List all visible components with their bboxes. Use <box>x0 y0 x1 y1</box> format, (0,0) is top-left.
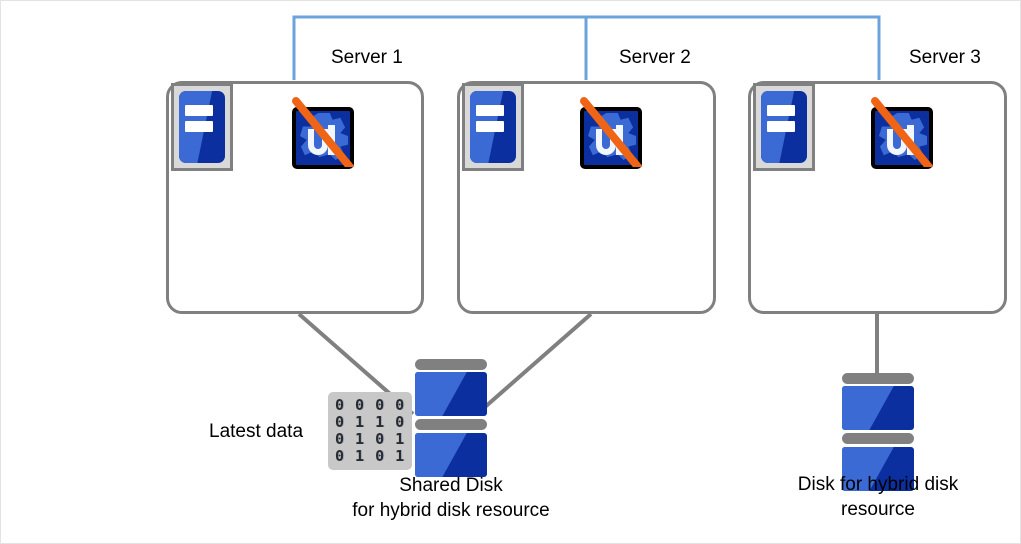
rack-slot-1 <box>475 105 505 117</box>
rack-slot-2 <box>475 120 505 132</box>
shared-disk-caption-line1: Shared Disk <box>399 475 503 496</box>
rack-slot-2 <box>184 120 214 132</box>
cluster-service-icon-1[interactable] <box>286 93 360 169</box>
hybrid-disk-caption: Disk for hybrid disk resource <box>758 472 998 522</box>
server-label-3: Server 3 <box>909 47 981 68</box>
disk-drum-lower <box>415 433 487 477</box>
server-rack-icon <box>171 83 233 171</box>
shared-disk-caption-line2: for hybrid disk resource <box>352 500 550 521</box>
rack-body <box>761 91 807 163</box>
disk-platter-top <box>415 359 487 370</box>
server-rack-icon <box>462 83 524 171</box>
server-label-1: Server 1 <box>331 47 403 68</box>
disk-drum-upper <box>415 372 487 416</box>
server-label-2: Server 2 <box>619 47 691 68</box>
shared-disk-icon[interactable] <box>415 359 487 477</box>
disk-platter-top <box>842 373 914 384</box>
binary-row: 0 1 0 1 <box>335 447 406 465</box>
disk-platter-mid <box>842 433 914 444</box>
hybrid-disk-caption-line2: resource <box>841 499 915 520</box>
binary-row: 0 1 0 1 <box>335 430 406 448</box>
interconnect-bus <box>292 15 881 80</box>
disabled-slash-icon <box>871 97 933 167</box>
rack-body <box>179 91 225 163</box>
rack-slot-1 <box>766 105 796 117</box>
disk-drum-upper <box>842 386 914 430</box>
hybrid-disk-caption-line1: Disk for hybrid disk <box>797 474 959 495</box>
binary-data-icon: 0 0 0 0 0 1 1 0 0 1 0 1 0 1 0 1 <box>328 392 413 470</box>
rack-slot-2 <box>766 120 796 132</box>
disabled-slash-icon <box>292 97 354 167</box>
shared-disk-caption: Shared Disk for hybrid disk resource <box>331 473 571 523</box>
cluster-service-icon <box>580 107 642 169</box>
cluster-service-icon-3[interactable] <box>865 93 939 169</box>
server-rack-icon <box>753 83 815 171</box>
cluster-service-icon-2[interactable] <box>574 93 648 169</box>
binary-row: 0 0 0 0 <box>335 396 406 414</box>
binary-row: 0 1 1 0 <box>335 413 406 431</box>
hybrid-disk-icon[interactable] <box>842 373 914 491</box>
latest-data-label: Latest data <box>209 421 304 442</box>
rack-body <box>470 91 516 163</box>
disabled-slash-icon <box>580 97 642 167</box>
connector-server2-shared-disk <box>475 312 593 416</box>
rack-slot-1 <box>184 105 214 117</box>
disk-drum-lower <box>842 447 914 491</box>
disk-platter-mid <box>415 419 487 430</box>
